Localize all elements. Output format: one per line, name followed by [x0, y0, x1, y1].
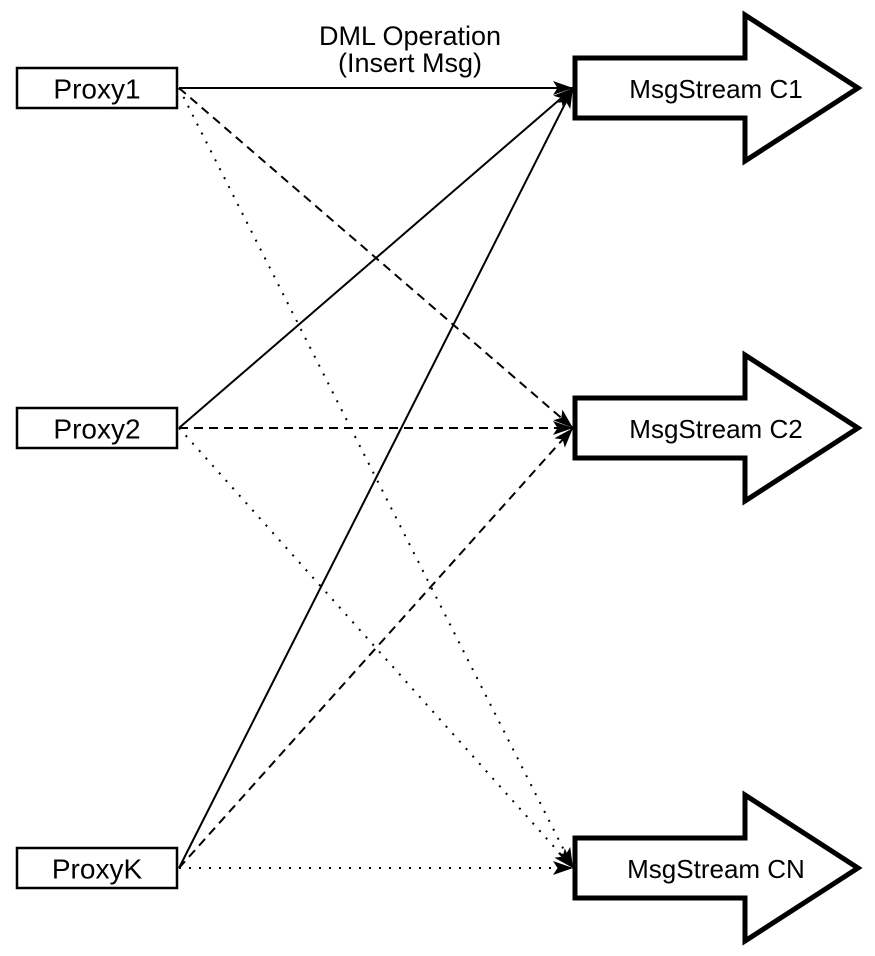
stream-c2-arrow-shape — [572, 350, 863, 506]
stream-cn-arrow-shape — [572, 790, 863, 946]
proxyk-box — [15, 846, 179, 890]
edge-proxyk-to-c1-solid — [178, 87, 574, 869]
proxy-node-proxyk: ProxyK — [15, 846, 179, 890]
proxy-node-proxy2: Proxy2 — [15, 406, 179, 450]
stream-node-c2: MsgStream C2 — [572, 350, 863, 506]
proxyk-label: ProxyK — [52, 854, 143, 885]
proxy1-box — [15, 66, 179, 110]
edge-proxyk-to-c2-dashed — [178, 427, 574, 869]
stream-c1-label: MsgStream C1 — [629, 74, 802, 104]
proxy2-label: Proxy2 — [53, 414, 140, 445]
edges-layer — [178, 81, 574, 875]
stream-cn-label: MsgStream CN — [627, 854, 805, 884]
diagram-title-line2: (Insert Msg) — [338, 48, 482, 78]
stream-node-c1: MsgStream C1 — [572, 10, 863, 166]
stream-c2-label: MsgStream C2 — [629, 414, 802, 444]
stream-c1-arrow-shape — [572, 10, 863, 166]
diagram-title-line1: DML Operation — [319, 21, 501, 51]
edge-proxy2-to-c1-solid — [178, 87, 574, 429]
proxy1-label: Proxy1 — [53, 74, 140, 105]
proxy2-box — [15, 406, 179, 450]
stream-node-cn: MsgStream CN — [572, 790, 863, 946]
proxy-node-proxy1: Proxy1 — [15, 66, 179, 110]
